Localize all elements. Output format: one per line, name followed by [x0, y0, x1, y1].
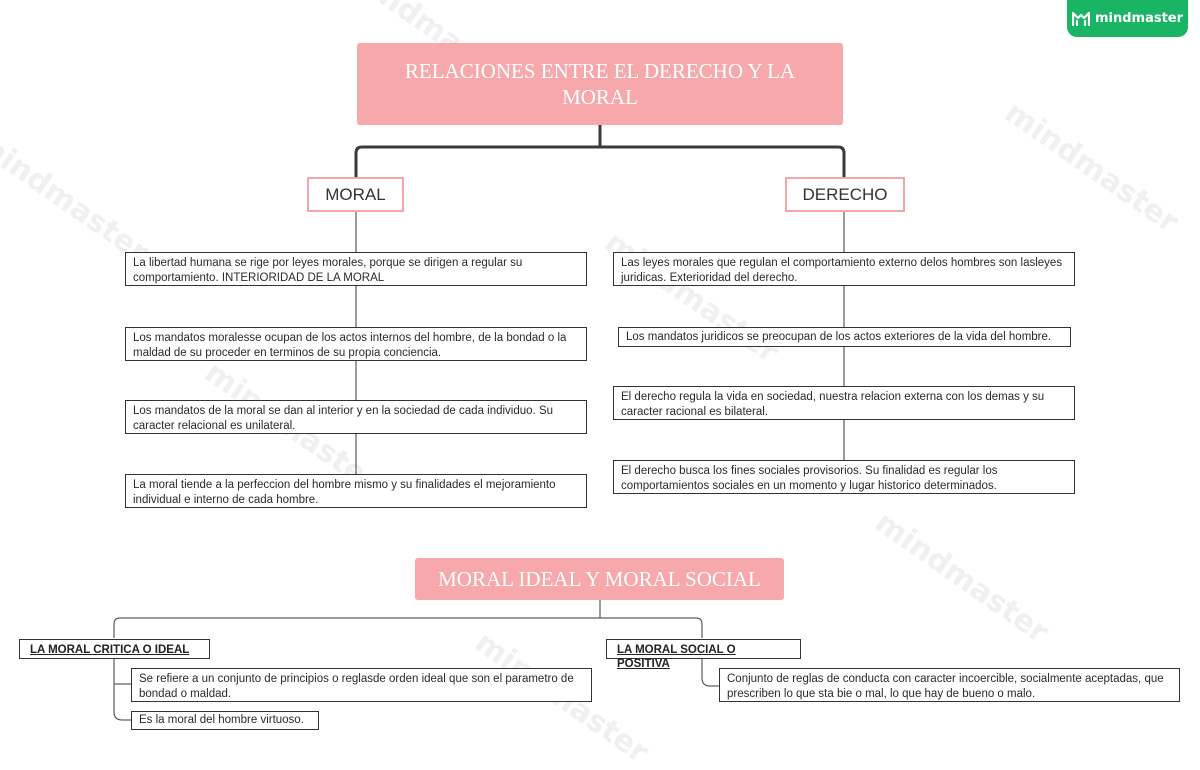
moral-critica-node[interactable]: LA MORAL CRITICA O IDEAL — [19, 639, 210, 659]
moral-critica-item-1[interactable]: Se refiere a un conjunto de principios o… — [131, 668, 592, 702]
category-moral-label: MORAL — [325, 184, 386, 204]
moral-critica-item-2[interactable]: Es la moral del hombre virtuoso. — [131, 711, 319, 730]
moral-item-2[interactable]: Los mandatos moralesse ocupan de los act… — [125, 327, 587, 361]
moral-social-node[interactable]: LA MORAL SOCIAL O POSITIVA — [606, 639, 801, 670]
main-title[interactable]: RELACIONES ENTRE EL DERECHO Y LA MORAL — [357, 43, 843, 125]
main-title-text: RELACIONES ENTRE EL DERECHO Y LA MORAL — [404, 59, 796, 109]
moral-item-1[interactable]: La libertad humana se rige por leyes mor… — [125, 252, 587, 286]
moral-social-item-1[interactable]: Conjunto de reglas de conducta con carac… — [719, 668, 1180, 702]
category-derecho[interactable]: DERECHO — [785, 177, 905, 212]
derecho-item-3[interactable]: El derecho regula la vida en sociedad, n… — [613, 386, 1075, 420]
second-title-text: MORAL IDEAL Y MORAL SOCIAL — [438, 566, 761, 591]
moral-item-4[interactable]: La moral tiende a la perfeccion del homb… — [125, 474, 587, 508]
category-derecho-label: DERECHO — [802, 184, 888, 204]
brand-name: mindmaster — [1094, 11, 1184, 26]
brand-badge[interactable]: mindmaster — [1067, 0, 1188, 37]
mindmaster-logo-icon — [1071, 11, 1090, 26]
derecho-item-4[interactable]: El derecho busca los fines sociales prov… — [613, 460, 1075, 494]
category-moral[interactable]: MORAL — [307, 177, 404, 212]
second-title[interactable]: MORAL IDEAL Y MORAL SOCIAL — [415, 558, 784, 600]
derecho-item-2[interactable]: Los mandatos juridicos se preocupan de l… — [618, 327, 1071, 347]
derecho-item-1[interactable]: Las leyes morales que regulan el comport… — [613, 252, 1075, 286]
moral-item-3[interactable]: Los mandatos de la moral se dan al inter… — [125, 400, 587, 434]
